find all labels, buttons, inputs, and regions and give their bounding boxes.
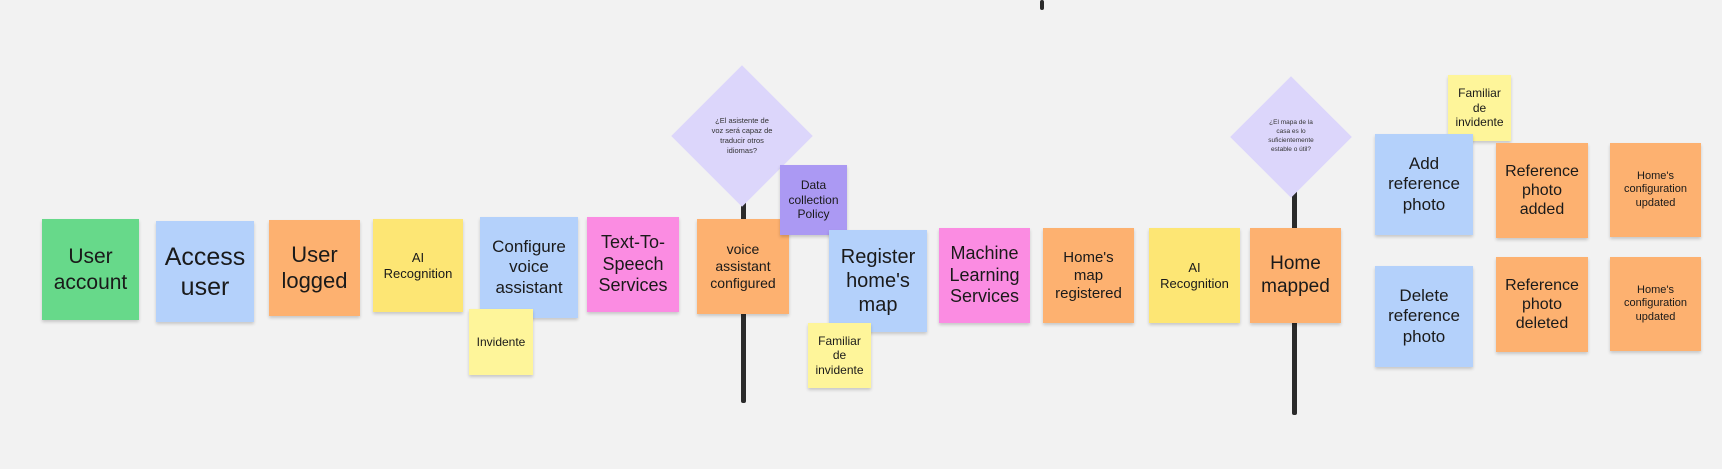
sticky-voice-assistant-configured[interactable]: voice assistant configured (697, 219, 789, 314)
sticky-data-collection-policy[interactable]: Data collection Policy (780, 165, 847, 235)
sticky-ai-recognition-1[interactable]: AI Recognition (373, 219, 463, 312)
sticky-invidente-1[interactable]: Invidente (469, 309, 533, 375)
sticky-homes-config-updated-1[interactable]: Home's configuration updated (1610, 143, 1701, 237)
sticky-reference-photo-deleted[interactable]: Reference photo deleted (1496, 257, 1588, 352)
sticky-tts-services[interactable]: Text-To- Speech Services (587, 217, 679, 312)
sticky-configure-voice-assistant[interactable]: Configure voice assistant (480, 217, 578, 318)
sticky-ai-recognition-2[interactable]: AI Recognition (1149, 228, 1240, 323)
sticky-home-mapped[interactable]: Home mapped (1250, 228, 1341, 323)
sticky-familiar-invidente-2[interactable]: Familiar de invidente (1448, 75, 1511, 141)
sticky-familiar-invidente-1[interactable]: Familiar de invidente (808, 323, 871, 388)
sticky-add-reference-photo[interactable]: Add reference photo (1375, 134, 1473, 235)
sticky-register-homes-map[interactable]: Register home's map (829, 230, 927, 332)
sticky-reference-photo-added[interactable]: Reference photo added (1496, 143, 1588, 238)
question-2-text: ¿El mapa de la casa es lo suficientement… (1268, 119, 1314, 153)
question-1-text: ¿El asistente de voz será capaz de tradu… (711, 115, 773, 156)
sticky-homes-config-updated-2[interactable]: Home's configuration updated (1610, 257, 1701, 351)
sticky-homes-map-registered[interactable]: Home's map registered (1043, 228, 1134, 323)
top-divider-line (1040, 0, 1044, 10)
sticky-access-user[interactable]: Access user (156, 221, 254, 322)
sticky-user-account[interactable]: User account (42, 219, 139, 320)
sticky-user-logged[interactable]: User logged (269, 220, 360, 316)
sticky-ml-services[interactable]: Machine Learning Services (939, 228, 1030, 323)
sticky-delete-reference-photo[interactable]: Delete reference photo (1375, 266, 1473, 367)
